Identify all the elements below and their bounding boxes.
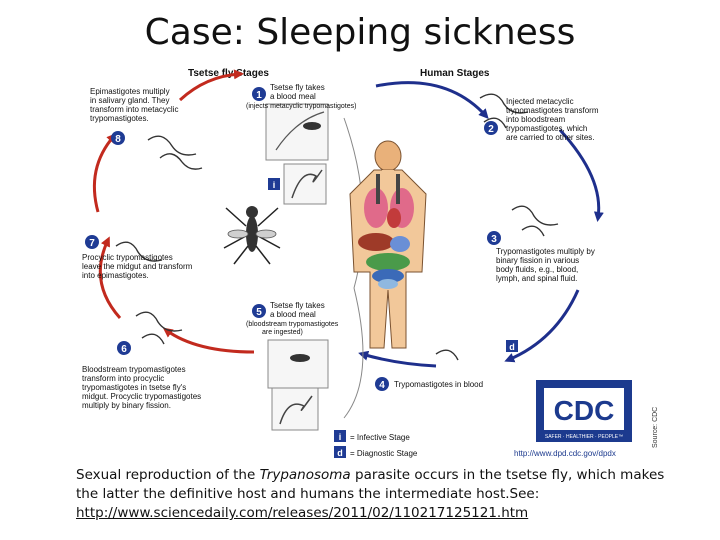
caption-link[interactable]: http://www.sciencedaily.com/releases/201… [76, 505, 529, 521]
step-6-line-4: midgut. Procyclic trypomastigotes [82, 392, 201, 401]
step-6-line-2: transform into procyclic [82, 374, 164, 383]
step-2-line-3: into bloodstream [506, 115, 565, 124]
step-2-line-4: trypomastigotes, which [506, 124, 587, 133]
step-1-line-1: Tsetse fly takes [270, 83, 325, 92]
inset-fly-feeding-1 [265, 103, 329, 161]
step-7-line-3: into epimastigotes. [82, 271, 149, 280]
source-credit: Source: CDC [652, 406, 659, 448]
step-4-text: Trypomastigotes in blood [394, 380, 483, 389]
cycle-arrow-2-3 [558, 128, 604, 222]
step-5-line-4: are ingested) [262, 329, 303, 336]
legend-diagnostic: = Diagnostic Stage [350, 449, 418, 458]
tsetse-fly-illustration [223, 206, 281, 265]
badge-3: 3 [491, 234, 497, 245]
cdc-logo-text: CDC [554, 395, 615, 426]
badge-4: 4 [379, 380, 385, 391]
step-3-line-4: lymph, and spinal fluid. [496, 274, 577, 283]
step-5-line-2: a blood meal [270, 310, 316, 319]
step-3-line-3: body fluids, e.g., blood, [496, 265, 578, 274]
step-8-line-2: in salivary gland. They [90, 96, 169, 105]
step-6-line-3: trypomastigotes in tsetse fly's [82, 383, 186, 392]
step-7-text: Procyclic trypomastigotes leave the midg… [82, 253, 195, 280]
cycle-arrow-4-5 [358, 350, 437, 368]
trypanosome-drawings [115, 93, 559, 361]
step-5-text: Tsetse fly takes a blood meal (bloodstre… [246, 301, 340, 336]
step-7-line-1: Procyclic trypomastigotes [82, 253, 173, 262]
step-badges: 1 2 3 4 5 6 7 8 [85, 87, 501, 391]
step-5-line-3: (bloodstream trypomastigotes [246, 321, 339, 328]
slide-caption: Sexual reproduction of the Trypanosoma p… [76, 466, 676, 523]
caption-text-end: parasite occurs in the tsetse fly, which… [76, 467, 665, 502]
badge-5: 5 [256, 307, 262, 318]
step-1-line-2: a blood meal [270, 92, 316, 101]
step-2-line-5: are carried to other sites. [506, 133, 594, 142]
step-1-text: Tsetse fly takes a blood meal (injects m… [246, 83, 356, 110]
badge-1: 1 [256, 90, 262, 101]
step-6-line-1: Bloodstream trypomastigotes [82, 365, 186, 374]
legend-icon-d: d [337, 448, 343, 458]
header-tsetse: Tsetse fly Stages [188, 68, 269, 79]
step-8-text: Epimastigotes multiply in salivary gland… [90, 87, 181, 123]
cdc-url: http://www.dpd.cdc.gov/dpdx [514, 449, 616, 458]
step-5-line-1: Tsetse fly takes [270, 301, 325, 310]
step-3-text: Trypomastigotes multiply by binary fissi… [496, 247, 597, 283]
step-8-line-1: Epimastigotes multiply [90, 87, 170, 96]
step-2-line-2: trypomastigotes transform [506, 106, 599, 115]
cycle-arrow-3-4 [504, 289, 580, 363]
step-6-line-5: multiply by binary fission. [82, 401, 171, 410]
slide-title: Case: Sleeping sickness [144, 12, 576, 53]
cycle-arrow-7-8 [92, 132, 117, 213]
cycle-arrow-1-2 [375, 81, 489, 119]
badge-7: 7 [89, 238, 95, 249]
stage-markers: i d [268, 178, 518, 352]
inset-trypanosome-1 [283, 163, 327, 205]
cdc-tagline: SAFER · HEALTHIER · PEOPLE™ [545, 434, 623, 440]
step-3-line-1: Trypomastigotes multiply by [496, 247, 595, 256]
marker-infective: i [273, 180, 276, 190]
step-2-line-1: Injected metacyclic [506, 97, 574, 106]
step-1-line-3: (injects metacyclic trypomastigotes) [246, 103, 356, 110]
legend-infective: = Infective Stage [350, 433, 410, 442]
step-2-text: Injected metacyclic trypomastigotes tran… [506, 97, 601, 142]
badge-2: 2 [488, 124, 494, 135]
badge-8: 8 [115, 134, 121, 145]
human-body-illustration [349, 140, 427, 349]
header-human: Human Stages [420, 68, 490, 79]
stage-legend: i = Infective Stage d = Diagnostic Stage [334, 430, 418, 458]
badge-6: 6 [121, 344, 127, 355]
marker-diagnostic: d [509, 342, 515, 352]
step-6-text: Bloodstream trypomastigotes transform in… [82, 365, 203, 410]
cycle-arrow-6-7 [98, 236, 122, 319]
step-3-line-2: binary fission in various [496, 256, 579, 265]
inset-fly-feeding-5 [267, 339, 329, 389]
caption-text-start: Sexual reproduction of the [76, 467, 260, 483]
step-8-line-3: transform into metacyclic [90, 105, 178, 114]
cycle-arrow-5-6 [162, 327, 255, 354]
cdc-logo: CDC SAFER · HEALTHIER · PEOPLE™ [536, 380, 632, 442]
step-8-line-4: trypomastigotes. [90, 114, 149, 123]
cycle-arrow-8-1 [178, 69, 244, 102]
inset-trypanosome-5 [271, 387, 319, 431]
life-cycle-diagram: Tsetse fly Stages Human Stages [82, 68, 632, 458]
legend-icon-i: i [339, 432, 342, 442]
caption-genus: Trypanosoma [259, 467, 351, 483]
step-7-line-2: leave the midgut and transform [82, 262, 193, 271]
